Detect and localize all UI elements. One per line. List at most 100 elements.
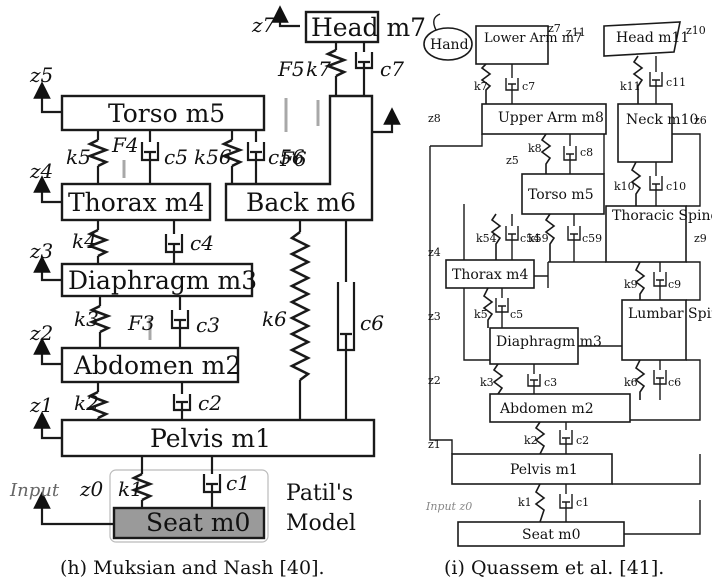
label-input-r: Input z0 (425, 500, 472, 513)
diaphragm-label-r: Diaphragm m3 (496, 334, 602, 350)
label-c7: c7 (380, 57, 404, 81)
label-z9: z9 (694, 232, 707, 245)
coord-z3-arrow (33, 255, 62, 282)
pelvis-block (60, 418, 376, 458)
torso-label: Torso m5 (108, 99, 225, 128)
label-c7-r: c7 (522, 80, 535, 93)
label-k8: k8 (528, 142, 542, 155)
thoracic-block (605, 205, 687, 263)
neck-label: Neck m10 (626, 112, 698, 128)
back-block (224, 94, 374, 222)
label-c3-r: c3 (544, 376, 557, 389)
label-c11: c11 (666, 76, 686, 89)
label-k6-r: k6 (624, 376, 638, 389)
coord-z7-arrow (271, 5, 300, 28)
diaphragm-label: Diaphragm m3 (68, 266, 257, 295)
spring-k7 (324, 48, 348, 78)
lumbar-label: Lumbar Spine m6 (628, 306, 712, 322)
thorax-block (60, 182, 212, 222)
label-k7: k7 (306, 57, 331, 81)
label-z2: z2 (29, 321, 53, 345)
label-z4: z4 (29, 159, 53, 183)
lumbar-block (621, 299, 687, 361)
damper-c4 (164, 234, 184, 264)
left-diagram: Head m7 Torso m5 Thorax m4 Back m6 Diaph… (9, 5, 426, 579)
lower-arm-block (475, 25, 549, 65)
abdomen-label: Abdomen m2 (73, 351, 241, 380)
label-k10: k10 (614, 180, 635, 193)
label-c5-r: c5 (510, 308, 523, 321)
label-z5-r: z5 (506, 154, 519, 167)
label-k11: k11 (620, 80, 641, 93)
seat-block-r (457, 521, 625, 547)
label-z8: z8 (428, 112, 441, 125)
thoracic-label: Thoracic Spine m9 (612, 208, 712, 224)
pelvis-label: Pelvis m1 (150, 424, 271, 453)
label-patils: Patil's (286, 481, 353, 506)
damper-c1 (202, 474, 222, 508)
seat-label: Seat m0 (146, 508, 250, 537)
label-F6: F6 (279, 147, 307, 171)
neck-block (617, 103, 673, 163)
abdomen-block (60, 346, 240, 384)
label-z6-r: z6 (694, 114, 707, 127)
label-c1: c1 (226, 471, 250, 495)
label-k4: k4 (72, 229, 97, 253)
back-label: Back m6 (246, 188, 356, 217)
seat-block (112, 506, 266, 540)
label-c2-r: c2 (576, 434, 589, 447)
thorax-block-r (445, 259, 535, 289)
seat-label-r: Seat m0 (522, 527, 580, 543)
label-z3-r: z3 (428, 310, 441, 323)
label-z7-r: z7 (548, 22, 561, 35)
label-k7-r: k7 (474, 80, 488, 93)
hand-block (423, 27, 473, 61)
label-model: Model (286, 511, 356, 536)
label-z0: z0 (79, 477, 104, 501)
damper-c56 (246, 142, 266, 184)
label-k3-r: k3 (480, 376, 494, 389)
label-k5-r: k5 (474, 308, 488, 321)
label-k1-r: k1 (518, 496, 532, 509)
label-k2-r: k2 (524, 434, 538, 447)
caption-i: (i) Quassem et al. [41]. (444, 557, 664, 579)
label-z7: z7 (251, 13, 276, 37)
caption-h: (h) Muksian and Nash [40]. (60, 557, 325, 579)
spring-k6 (289, 230, 311, 382)
lower-arm-label: Lower Arm m7 (484, 31, 582, 46)
label-c1-r: c1 (576, 496, 589, 509)
label-z3: z3 (29, 239, 53, 263)
label-k59: k59 (528, 232, 549, 245)
thorax-label: Thorax m4 (68, 188, 204, 217)
pelvis-block-r (451, 453, 613, 485)
label-z5: z5 (29, 63, 53, 87)
label-z1-r: z1 (428, 438, 441, 451)
head-block (304, 10, 380, 44)
spring-k2 (86, 390, 110, 420)
label-z11: z11 (566, 26, 586, 39)
label-c8: c8 (580, 146, 593, 159)
label-input: Input (9, 480, 60, 501)
spring-k3 (88, 304, 112, 334)
label-F5: F5 (277, 57, 305, 81)
seat-frame (109, 469, 269, 543)
spring-k56 (220, 138, 244, 168)
label-c6: c6 (360, 311, 384, 335)
label-c6-r: c6 (668, 376, 681, 389)
torso-block (60, 94, 266, 132)
upper-arm-block (481, 103, 607, 135)
coord-z2-arrow (33, 337, 62, 366)
coord-z0-arrow (33, 491, 114, 526)
damper-c3 (170, 310, 190, 348)
spring-k5 (86, 138, 110, 168)
right-diagram: Hand Lower Arm m7 Head m11 Upper Arm m8 … (423, 13, 712, 579)
label-c59: c59 (582, 232, 602, 245)
upper-arm-label: Upper Arm m8 (498, 110, 604, 126)
label-c5: c5 (164, 145, 188, 169)
label-k2: k2 (74, 391, 99, 415)
coord-z1-arrow (33, 411, 62, 440)
spring-k1 (130, 472, 154, 502)
spring-k4 (86, 228, 110, 258)
label-F4: F4 (111, 133, 139, 157)
